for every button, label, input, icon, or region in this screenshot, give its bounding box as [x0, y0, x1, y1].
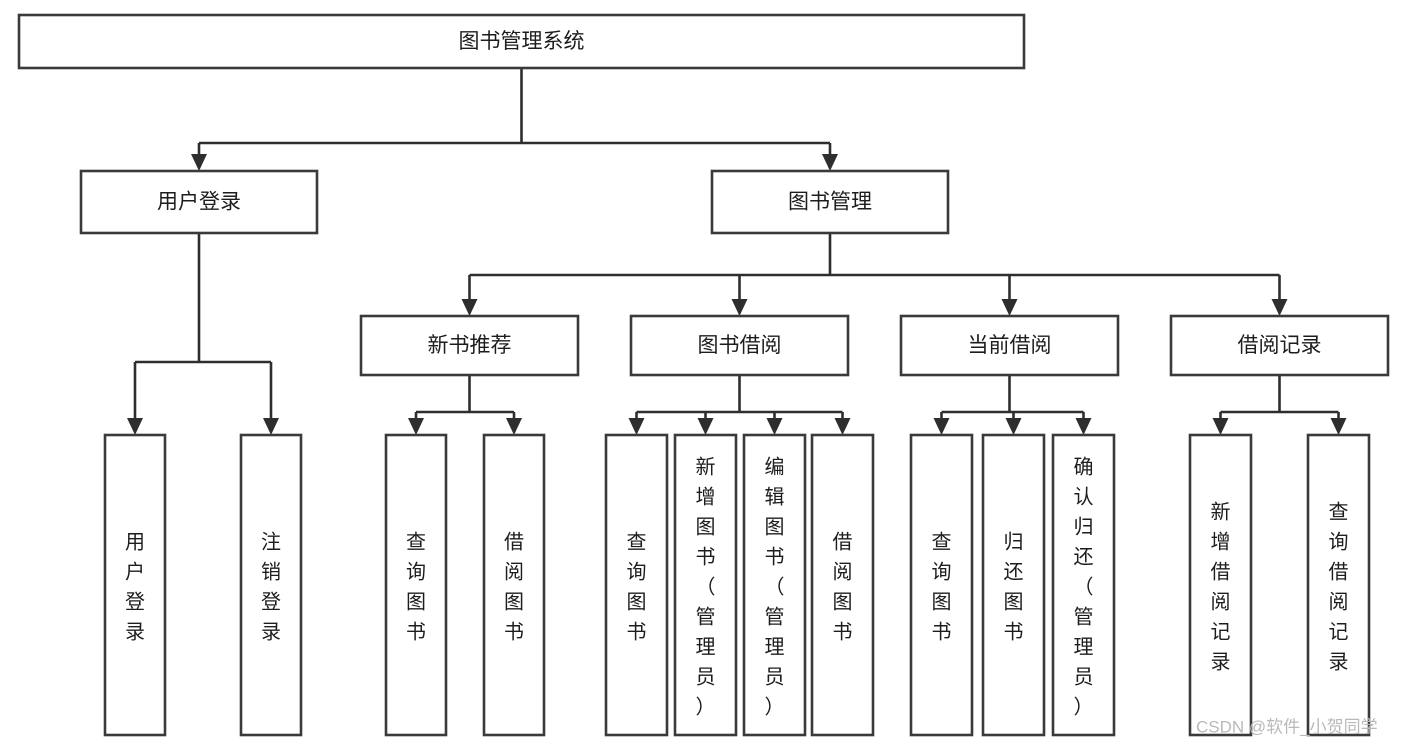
arrow-head-icon [506, 418, 522, 435]
node-root-图书管理系统[interactable]: 图书管理系统 [17, 13, 1026, 70]
node-leaf-新增图书管理员-rect[interactable] [673, 433, 738, 737]
arrow-head-icon [822, 154, 838, 171]
node-leaf-借阅图书-label: 借阅图书 [504, 530, 524, 643]
node-l2-借阅记录[interactable]: 借阅记录 [1169, 314, 1390, 377]
node-leaf-查询借阅记录-label: 查询借阅记录 [1329, 500, 1349, 673]
node-leaf-借阅图书-label: 借阅图书 [833, 530, 853, 643]
node-leaf-借阅图书[interactable]: 借阅图书 [810, 433, 875, 737]
node-leaf-查询图书[interactable]: 查询图书 [604, 433, 669, 737]
arrow-head-icon [731, 299, 748, 316]
node-leaf-查询图书-label: 查询图书 [406, 530, 426, 643]
node-leaf-新增图书管理员[interactable]: 新增图书（管理员） [673, 433, 738, 737]
node-root-图书管理系统-label: 图书管理系统 [459, 30, 585, 53]
arrow-head-icon [263, 418, 279, 435]
node-leaf-查询图书-rect[interactable] [604, 433, 669, 737]
arrow-head-icon [766, 418, 783, 435]
arrow-head-icon [461, 299, 478, 316]
node-l1-用户登录-label: 用户登录 [157, 191, 241, 214]
node-leaf-查询图书-rect[interactable] [909, 433, 974, 737]
watermark-label: CSDN @软件_小贺同学 [1196, 717, 1378, 736]
node-l1-用户登录[interactable]: 用户登录 [79, 169, 319, 235]
node-leaf-注销登录-rect[interactable] [239, 433, 303, 737]
arrow-head-icon [127, 418, 143, 435]
node-leaf-新增借阅记录-label: 新增借阅记录 [1211, 500, 1231, 673]
node-leaf-注销登录[interactable]: 注销登录 [239, 433, 303, 737]
node-layer: 图书管理系统用户登录图书管理新书推荐图书借阅当前借阅借阅记录用户登录注销登录查询… [17, 13, 1390, 737]
node-leaf-借阅图书-rect[interactable] [810, 433, 875, 737]
node-leaf-新增借阅记录-rect[interactable] [1188, 433, 1253, 737]
node-l2-图书借阅[interactable]: 图书借阅 [629, 314, 850, 377]
arrow-head-icon [191, 154, 207, 171]
node-leaf-编辑图书管理员-label: 编辑图书（管理员） [765, 455, 785, 718]
node-leaf-新增借阅记录[interactable]: 新增借阅记录 [1188, 433, 1253, 737]
node-l2-借阅记录-rect[interactable] [1169, 314, 1390, 377]
node-l2-新书推荐[interactable]: 新书推荐 [359, 314, 580, 377]
node-leaf-用户登录-label: 用户登录 [125, 531, 145, 643]
node-leaf-用户登录-rect[interactable] [103, 433, 167, 737]
node-leaf-新增图书管理员-label: 新增图书（管理员） [696, 455, 716, 718]
node-leaf-注销登录-label: 注销登录 [261, 530, 281, 643]
node-leaf-编辑图书管理员-rect[interactable] [742, 433, 807, 737]
arrow-head-icon [1005, 418, 1022, 435]
arrow-head-icon [1271, 299, 1288, 316]
arrow-head-icon [628, 418, 645, 435]
node-l2-当前借阅-label: 当前借阅 [968, 334, 1052, 357]
node-leaf-归还图书-rect[interactable] [981, 433, 1046, 737]
node-leaf-借阅图书[interactable]: 借阅图书 [482, 433, 546, 737]
arrow-head-icon [933, 418, 950, 435]
node-leaf-查询借阅记录[interactable]: 查询借阅记录 [1306, 433, 1371, 737]
arrow-head-icon [1330, 418, 1347, 435]
node-l2-新书推荐-label: 新书推荐 [428, 334, 512, 357]
node-leaf-编辑图书管理员[interactable]: 编辑图书（管理员） [742, 433, 807, 737]
node-leaf-查询图书-rect[interactable] [384, 433, 448, 737]
node-l2-图书借阅-label: 图书借阅 [698, 334, 782, 357]
node-l1-图书管理-label: 图书管理 [788, 191, 872, 214]
node-leaf-查询借阅记录-rect[interactable] [1306, 433, 1371, 737]
arrow-head-icon [1075, 418, 1092, 435]
node-leaf-确认归还管理员-rect[interactable] [1051, 433, 1116, 737]
node-leaf-归还图书[interactable]: 归还图书 [981, 433, 1046, 737]
node-l2-借阅记录-label: 借阅记录 [1238, 334, 1322, 357]
node-l1-用户登录-rect[interactable] [79, 169, 319, 235]
arrow-head-icon [1212, 418, 1229, 435]
arrow-head-icon [408, 418, 424, 435]
arrow-head-icon [1001, 299, 1018, 316]
node-leaf-归还图书-label: 归还图书 [1004, 530, 1024, 643]
node-leaf-借阅图书-rect[interactable] [482, 433, 546, 737]
node-leaf-确认归还管理员-label: 确认归还（管理员） [1074, 455, 1094, 718]
node-l2-当前借阅[interactable]: 当前借阅 [899, 314, 1120, 377]
arrow-head-icon [697, 418, 714, 435]
node-leaf-确认归还管理员[interactable]: 确认归还（管理员） [1051, 433, 1116, 737]
node-leaf-查询图书-label: 查询图书 [627, 530, 647, 643]
node-leaf-用户登录[interactable]: 用户登录 [103, 433, 167, 737]
node-root-图书管理系统-rect[interactable] [17, 13, 1026, 70]
node-l2-图书借阅-rect[interactable] [629, 314, 850, 377]
node-leaf-查询图书[interactable]: 查询图书 [384, 433, 448, 737]
node-leaf-查询图书[interactable]: 查询图书 [909, 433, 974, 737]
node-l2-新书推荐-rect[interactable] [359, 314, 580, 377]
connector-layer [127, 68, 1347, 435]
node-l2-当前借阅-rect[interactable] [899, 314, 1120, 377]
node-l1-图书管理-rect[interactable] [710, 169, 950, 235]
arrow-head-icon [834, 418, 851, 435]
node-leaf-查询图书-label: 查询图书 [932, 530, 952, 643]
node-l1-图书管理[interactable]: 图书管理 [710, 169, 950, 235]
